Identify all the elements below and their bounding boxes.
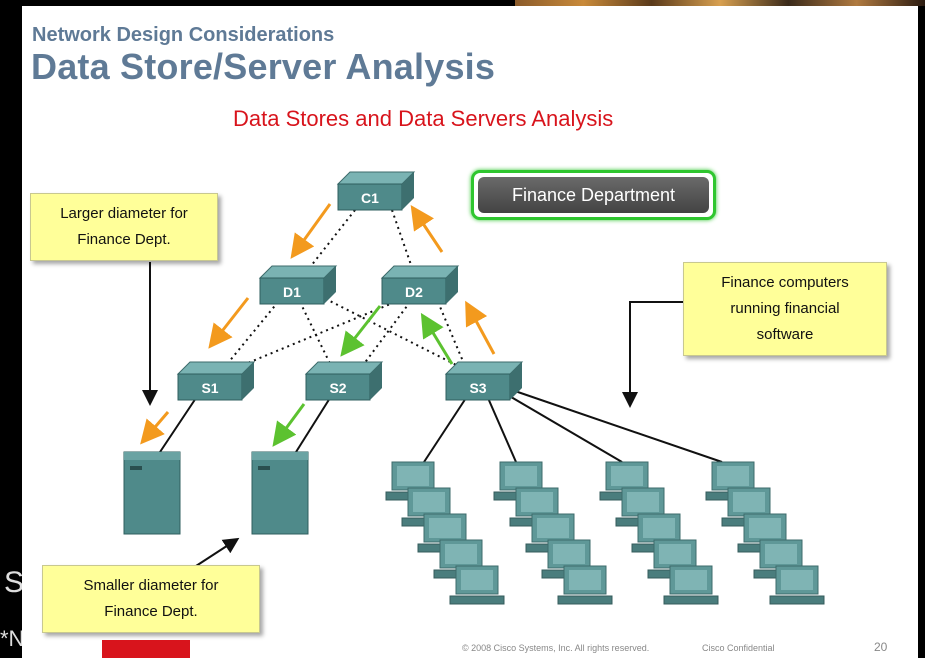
computer-icon xyxy=(769,565,825,605)
switch-d1: D1 xyxy=(258,265,338,305)
computer-icon xyxy=(449,565,505,605)
slide-subtitle: Network Design Considerations xyxy=(32,24,335,46)
arrow-icon xyxy=(290,203,332,259)
arrow-icon xyxy=(410,205,444,253)
finance-department-badge: Finance Department xyxy=(471,170,716,220)
arrow-icon xyxy=(208,297,250,349)
computer-cluster-4 xyxy=(705,461,825,605)
page-number: 20 xyxy=(874,640,888,654)
callout-larger-diameter: Larger diameter for Finance Dept. xyxy=(30,193,218,261)
server-icon xyxy=(251,451,309,535)
callout-pointers xyxy=(142,262,683,567)
switch-label-d1: D1 xyxy=(283,284,301,300)
arrow-icon xyxy=(140,411,170,445)
server-icon xyxy=(123,451,181,535)
slide-title: Data Store/Server Analysis xyxy=(31,46,496,87)
switch-label-s1: S1 xyxy=(201,380,218,396)
switch-s1: S1 xyxy=(176,361,256,401)
callout-finance-computers: Finance computers running financial soft… xyxy=(683,262,887,356)
switch-label-s2: S2 xyxy=(329,380,346,396)
arrow-icon xyxy=(420,312,454,365)
green-arrows xyxy=(272,305,454,447)
arrow-icon xyxy=(340,305,382,357)
diagram-caption: Data Stores and Data Servers Analysis xyxy=(233,106,614,131)
side-logo-glyph-s: S xyxy=(4,566,22,599)
switch-icon: C1 xyxy=(336,171,416,211)
computer-cluster-3 xyxy=(599,461,719,605)
switch-label-s3: S3 xyxy=(469,380,486,396)
callout-smaller-diameter: Smaller diameter for Finance Dept. xyxy=(42,565,260,633)
computer-icon xyxy=(557,565,613,605)
side-logo-glyph-ne: *NE xyxy=(0,626,22,651)
arrow-icon xyxy=(272,403,306,447)
switch-c1: C1 xyxy=(336,171,416,211)
side-logo: S *NE xyxy=(0,566,22,658)
finance-department-label: Finance Department xyxy=(478,177,709,213)
switch-label-c1: C1 xyxy=(361,190,379,206)
orange-arrows xyxy=(140,203,496,445)
arrow-icon xyxy=(465,300,496,355)
switch-s2: S2 xyxy=(304,361,384,401)
host-links xyxy=(159,389,723,463)
computer-cluster-2 xyxy=(493,461,613,605)
switch-label-d2: D2 xyxy=(405,284,423,300)
footer-red-block xyxy=(102,640,190,658)
switch-s3: S3 xyxy=(444,361,524,401)
computer-cluster-1 xyxy=(385,461,505,605)
footer-copyright: © 2008 Cisco Systems, Inc. All rights re… xyxy=(462,643,650,653)
computer-icon xyxy=(663,565,719,605)
banner-photo-strip xyxy=(515,0,925,6)
footer-confidential: Cisco Confidential xyxy=(702,643,775,653)
top-banner xyxy=(0,0,925,6)
switch-d2: D2 xyxy=(380,265,460,305)
